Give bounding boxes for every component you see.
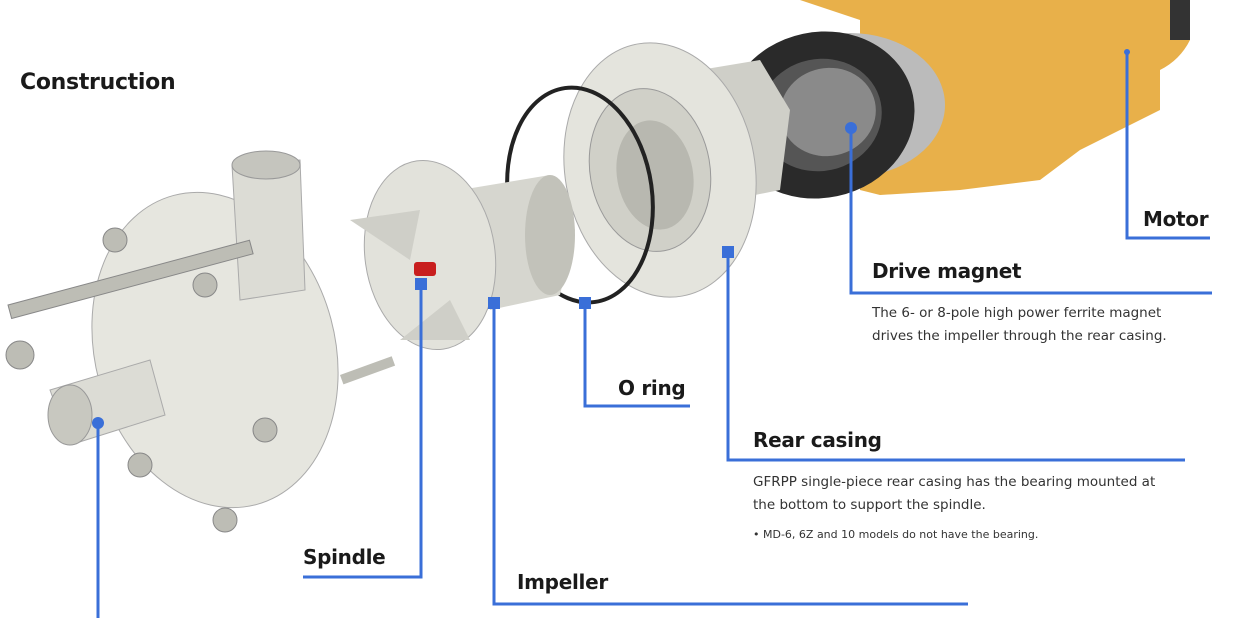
spindle-leader	[303, 284, 423, 579]
o-ring-label: O ring	[618, 376, 686, 400]
front-casing-illustration	[5, 150, 396, 533]
drive-magnet-desc-2: drives the impeller through the rear cas…	[872, 328, 1167, 344]
page-title: Construction	[20, 70, 176, 95]
drive-magnet-leader	[849, 128, 1212, 295]
rear-casing-note: • MD-6, 6Z and 10 models do not have the…	[753, 528, 1039, 541]
leader-dots	[92, 49, 1130, 429]
rear-casing-desc-2: the bottom to support the spindle.	[753, 497, 986, 513]
drive-magnet-desc-1: The 6- or 8-pole high power ferrite magn…	[872, 305, 1162, 321]
impeller-label: Impeller	[517, 570, 608, 594]
drive-magnet-label: Drive magnet	[872, 259, 1022, 283]
leader-lines	[96, 52, 1212, 618]
rear-casing-label: Rear casing	[753, 428, 882, 452]
motor-label: Motor	[1143, 207, 1209, 231]
spindle-label: Spindle	[303, 545, 386, 569]
rear-casing-desc-1: GFRPP single-piece rear casing has the b…	[753, 474, 1156, 490]
motor-leader	[1125, 52, 1210, 240]
impeller-leader	[492, 303, 968, 606]
o-ring-leader	[583, 303, 690, 408]
rear-casing-illustration	[563, 42, 790, 298]
impeller-illustration	[350, 159, 575, 351]
rear-casing-leader	[726, 252, 1185, 462]
